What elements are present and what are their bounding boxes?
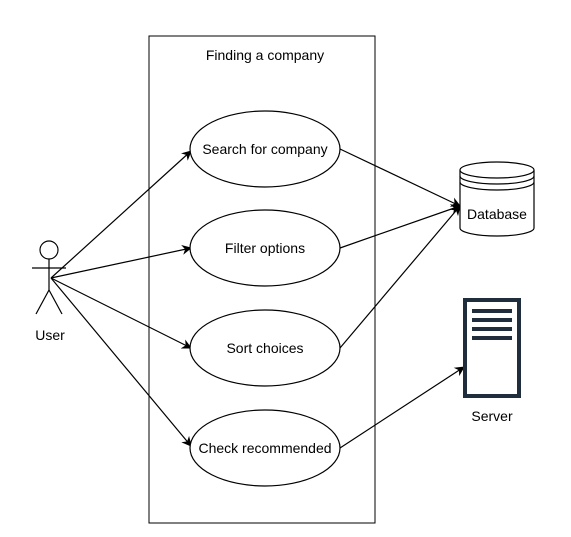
user-actor bbox=[32, 240, 66, 315]
server-icon bbox=[463, 298, 521, 398]
association-search-database bbox=[339, 148, 461, 207]
use-case-filter-options: Filter options bbox=[189, 209, 341, 287]
actor-associations bbox=[50, 150, 192, 447]
association-check-server bbox=[339, 366, 465, 449]
use-case-sort-choices: Sort choices bbox=[189, 309, 341, 387]
database-icon bbox=[459, 161, 535, 237]
association-user-sort bbox=[50, 277, 192, 349]
use-case-label: Search for company bbox=[202, 141, 327, 157]
system-title: Finding a company bbox=[206, 47, 324, 63]
use-case-check-recommended: Check recommended bbox=[189, 409, 341, 487]
association-user-search bbox=[50, 150, 192, 279]
use-case-label: Filter options bbox=[225, 240, 305, 256]
database-label: Database bbox=[467, 206, 527, 222]
use-case-search-for-company: Search for company bbox=[189, 110, 341, 188]
association-sort-database bbox=[339, 205, 461, 349]
server-label: Server bbox=[471, 408, 513, 424]
system-boundary bbox=[148, 35, 376, 524]
use-case-label: Check recommended bbox=[198, 440, 331, 456]
user-label: User bbox=[35, 327, 65, 343]
association-user-filter bbox=[50, 244, 192, 279]
association-filter-database bbox=[339, 204, 461, 249]
system-associations bbox=[339, 148, 465, 449]
association-user-check bbox=[50, 277, 192, 447]
use-case-label: Sort choices bbox=[226, 340, 303, 356]
